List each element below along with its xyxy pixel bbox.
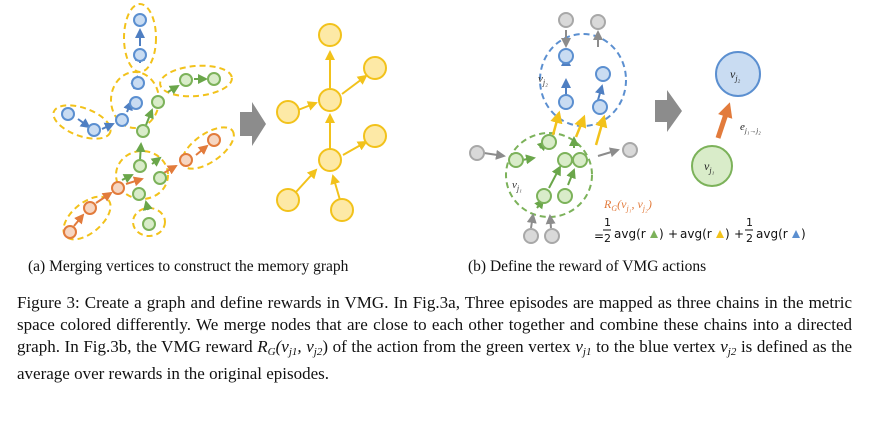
frac2-num: 1	[746, 216, 753, 229]
reward-close: )	[647, 197, 652, 211]
figure-3: vj₂ vj₁ vj₂ vj₁ ej₁→j₂ RG(vj₁, vj₂) = 1	[52, 3, 806, 245]
caption-math-r: R	[257, 337, 268, 356]
reward-sub1: j₁	[625, 204, 631, 213]
svg-text:vj₂: vj₂	[538, 73, 548, 87]
reward-mid: , v	[631, 197, 643, 211]
vertex-blue-label: v	[730, 67, 736, 81]
edge-sub: j₁→j₂	[744, 127, 761, 135]
caption-math-open: (v	[275, 337, 289, 356]
term1-close: )	[659, 227, 664, 241]
svg-text:vj₂: vj₂	[730, 67, 741, 83]
svg-text:ej₁→j₂: ej₁→j₂	[740, 121, 761, 135]
caption-part2: of the action from the green vertex	[328, 337, 576, 356]
caption-math-v1-sub: j1	[582, 346, 592, 358]
caption-part4: is defined as the average over rewards i…	[17, 337, 853, 383]
caption-math-sub2: j2	[313, 346, 323, 358]
caption-math-mid: , v	[297, 337, 314, 356]
panel-a-memory-graph	[276, 23, 387, 222]
frac1-num: 1	[604, 216, 611, 229]
reward-r: R	[603, 197, 612, 211]
subcaption-b: (b) Define the reward of VMG actions	[468, 258, 707, 275]
merge-arrow	[240, 102, 266, 146]
edge-arrow	[715, 102, 733, 139]
subcaption-a: (a) Merging vertices to construct the me…	[28, 258, 349, 275]
caption-part3: to the blue vertex	[591, 337, 721, 356]
reward-r-sub: G	[611, 204, 617, 213]
svg-text:RG(vj₁, vj₂): RG(vj₁, vj₂)	[603, 197, 652, 213]
cluster-green-sub: j₁	[516, 184, 522, 193]
term3: avg(r	[756, 227, 788, 241]
vertex-green	[691, 145, 733, 187]
reward-args: (v	[617, 197, 627, 211]
caption-part1: Figure 3: Create a graph and define rewa…	[17, 293, 852, 356]
caption-math-v2: v	[720, 337, 728, 356]
vertex-blue-sub: j₂	[734, 74, 740, 83]
frac1-den: 2	[604, 232, 611, 245]
abstract-arrow	[655, 90, 682, 132]
term2: avg(r	[680, 227, 712, 241]
panel-b-abstract: vj₂ vj₁ ej₁→j₂	[691, 51, 761, 187]
cluster-blue-label: v	[538, 73, 543, 85]
frac2-den: 2	[746, 232, 753, 245]
caption-math-v2-sub: j2	[727, 346, 737, 358]
svg-text:vj₁: vj₁	[512, 179, 522, 193]
caption-math-sub1: j1	[288, 346, 298, 358]
vertex-blue	[715, 51, 761, 97]
reward-formula: RG(vj₁, vj₂) = 1 2 avg(r ) + avg(r ) + 1…	[594, 197, 806, 245]
caption-math-close: )	[322, 337, 329, 356]
term2-close: )	[725, 227, 730, 241]
eq-sign: =	[594, 229, 604, 243]
term3-close: )	[801, 227, 806, 241]
panel-a-chains	[52, 3, 235, 241]
edge-label: e	[740, 121, 745, 133]
term1: avg(r	[614, 227, 646, 241]
caption-math-r-sub: G	[267, 346, 276, 358]
cluster-blue-sub: j₂	[542, 78, 548, 87]
svg-text:vj₁: vj₁	[704, 159, 715, 175]
cluster-green-label: v	[512, 179, 517, 191]
vertex-green-label: v	[704, 159, 710, 173]
caption-math-v1: v	[575, 337, 583, 356]
plus2: +	[734, 227, 744, 241]
figure-caption: Figure 3: Create a graph and define rewa…	[17, 292, 852, 385]
vertex-green-sub: j₁	[708, 166, 714, 175]
panel-b-graph: vj₂ vj₁	[469, 12, 638, 244]
reward-sub2: j₂	[642, 204, 648, 213]
plus1: +	[668, 227, 678, 241]
